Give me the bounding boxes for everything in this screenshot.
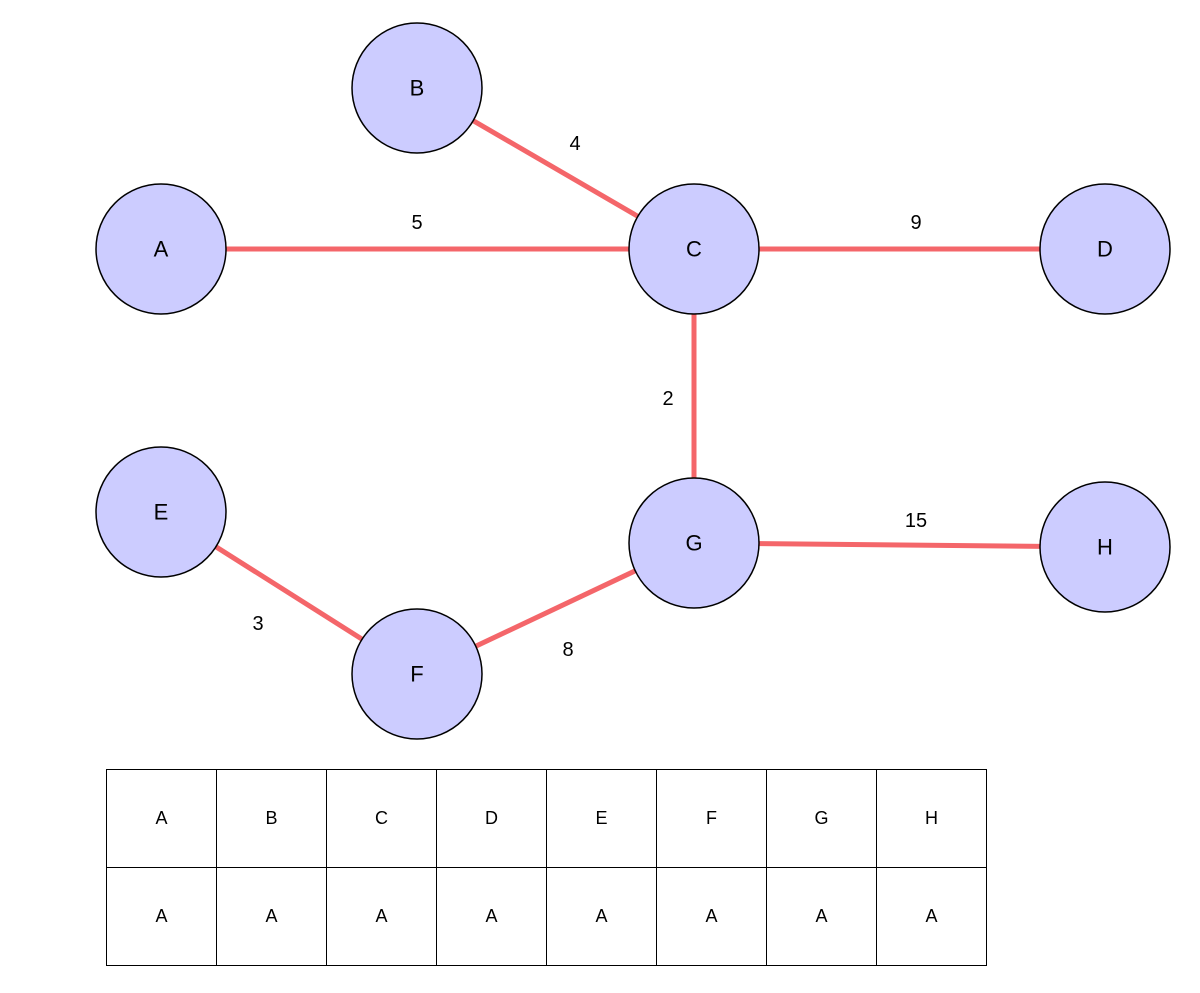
table-cell: A [546, 867, 657, 966]
table-value-row: A A A A A A A A [106, 867, 987, 966]
table-cell: A [656, 867, 767, 966]
node-label: E [154, 500, 169, 525]
node-label: C [686, 237, 702, 262]
node-label: F [410, 662, 423, 687]
node-circle [1039, 481, 1171, 613]
table-cell: A [436, 867, 547, 966]
edge-g-h [693, 540, 1106, 550]
node-f: F [351, 608, 483, 740]
node-circle [1039, 183, 1171, 315]
node-c: C [628, 183, 760, 315]
weighted-graph: 5 4 9 2 3 8 15 A B C D E F G H [95, 22, 1171, 740]
node-e: E [95, 446, 227, 578]
table-cell: F [656, 769, 767, 868]
edge-weight-label: 2 [662, 388, 673, 410]
nodes-layer: A B C D E F G H [95, 22, 1171, 740]
node-circle [628, 183, 760, 315]
edge-weight-label: 8 [562, 639, 573, 661]
node-label: H [1097, 535, 1113, 560]
node-g: G [628, 477, 760, 609]
table-cell: D [436, 769, 547, 868]
table-cell: B [216, 769, 327, 868]
node-label: A [154, 237, 169, 262]
node-h: H [1039, 481, 1171, 613]
table-cell: G [766, 769, 877, 868]
node-label: D [1097, 237, 1113, 262]
edges-layer [159, 85, 1106, 677]
table-cell: A [106, 867, 217, 966]
table-cell: H [876, 769, 987, 868]
table-cell: A [216, 867, 327, 966]
node-label: B [410, 76, 425, 101]
node-circle [351, 22, 483, 154]
table-cell: C [326, 769, 437, 868]
node-d: D [1039, 183, 1171, 315]
table-cell: A [766, 867, 877, 966]
table-cell: E [546, 769, 657, 868]
node-circle [95, 183, 227, 315]
node-circle [351, 608, 483, 740]
edge-weight-label: 9 [910, 212, 921, 234]
edge-labels-layer: 5 4 9 2 3 8 15 [252, 133, 927, 661]
node-a: A [95, 183, 227, 315]
table-cell: A [326, 867, 437, 966]
node-label: G [685, 531, 702, 556]
node-circle [628, 477, 760, 609]
table-header-row: A B C D E F G H [106, 769, 987, 868]
edge-weight-label: 3 [252, 613, 263, 635]
edge-weight-label: 5 [411, 212, 422, 234]
edge-weight-label: 4 [569, 133, 580, 155]
node-circle [95, 446, 227, 578]
parent-table: A B C D E F G H A A A A A A A A [106, 769, 987, 966]
edge-weight-label: 15 [905, 510, 927, 532]
node-b: B [351, 22, 483, 154]
table-cell: A [876, 867, 987, 966]
table-cell: A [106, 769, 217, 868]
